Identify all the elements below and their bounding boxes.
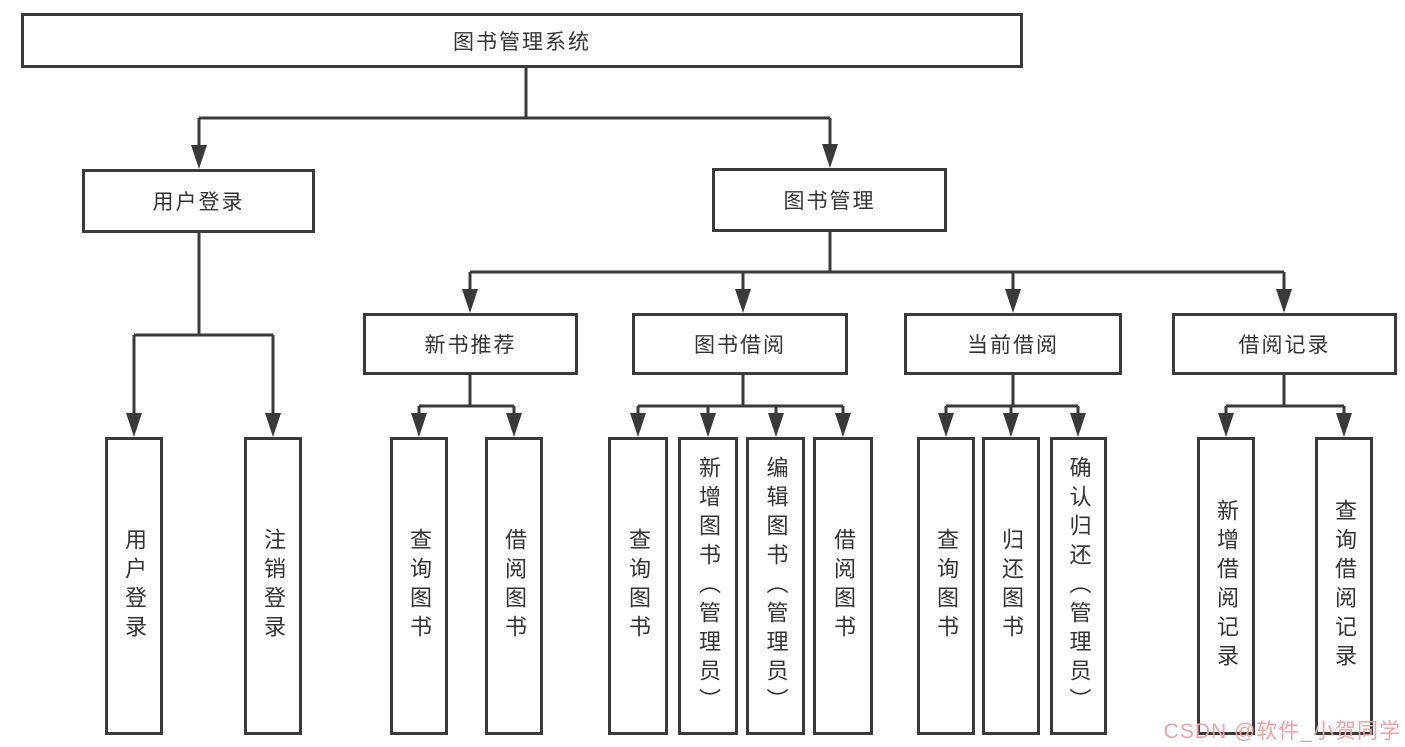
leaf-add-borrow-record-label: 新增借阅记录 bbox=[1214, 499, 1239, 673]
leaf-borrow-books-newbook-label: 借阅图书 bbox=[502, 528, 527, 644]
node-book-borrow: 图书借阅 bbox=[632, 313, 848, 375]
leaf-user-login-label: 用户登录 bbox=[122, 528, 147, 644]
leaf-borrow-books-newbook: 借阅图书 bbox=[485, 437, 543, 735]
leaf-query-borrow-record: 查询借阅记录 bbox=[1315, 437, 1373, 735]
leaf-return-books: 归还图书 bbox=[982, 437, 1040, 735]
node-borrow-record: 借阅记录 bbox=[1172, 313, 1397, 375]
leaf-logout-label: 注销登录 bbox=[261, 528, 286, 644]
leaf-borrow-books-label: 借阅图书 bbox=[831, 528, 856, 644]
node-new-book-recommend: 新书推荐 bbox=[363, 313, 578, 375]
node-root-system: 图书管理系统 bbox=[21, 13, 1023, 68]
leaf-add-books-admin-label: 新增图书（管理员） bbox=[696, 455, 721, 717]
leaf-logout: 注销登录 bbox=[244, 437, 302, 735]
leaf-add-borrow-record: 新增借阅记录 bbox=[1197, 437, 1255, 735]
leaf-query-books-borrow: 查询图书 bbox=[608, 437, 668, 735]
node-current-borrow-label: 当前借阅 bbox=[967, 334, 1059, 357]
leaf-query-borrow-record-label: 查询借阅记录 bbox=[1332, 499, 1357, 673]
leaf-return-books-label: 归还图书 bbox=[999, 528, 1024, 644]
leaf-query-books-current: 查询图书 bbox=[917, 437, 975, 735]
node-user-login-label: 用户登录 bbox=[152, 191, 245, 214]
leaf-user-login: 用户登录 bbox=[105, 437, 163, 735]
node-borrow-record-label: 借阅记录 bbox=[1238, 334, 1331, 357]
leaf-confirm-return-admin: 确认归还（管理员） bbox=[1050, 437, 1107, 735]
node-new-book-recommend-label: 新书推荐 bbox=[424, 334, 517, 357]
node-user-login: 用户登录 bbox=[82, 169, 315, 233]
arrowhead-icons bbox=[126, 144, 1352, 437]
node-book-management-label: 图书管理 bbox=[783, 190, 876, 213]
leaf-query-books-newbook-label: 查询图书 bbox=[407, 528, 432, 644]
leaf-query-books-newbook: 查询图书 bbox=[390, 437, 448, 735]
leaf-query-books-borrow-label: 查询图书 bbox=[626, 528, 651, 644]
node-current-borrow: 当前借阅 bbox=[904, 313, 1122, 375]
leaf-query-books-current-label: 查询图书 bbox=[934, 528, 959, 644]
leaf-add-books-admin: 新增图书（管理员） bbox=[678, 437, 738, 735]
leaf-borrow-books: 借阅图书 bbox=[813, 437, 873, 735]
leaf-confirm-return-admin-label: 确认归还（管理员） bbox=[1066, 455, 1092, 717]
node-book-management: 图书管理 bbox=[712, 168, 947, 232]
node-book-borrow-label: 图书借阅 bbox=[694, 334, 786, 357]
node-root-label: 图书管理系统 bbox=[453, 30, 591, 54]
leaf-edit-books-admin: 编辑图书（管理员） bbox=[746, 437, 805, 735]
leaf-edit-books-admin-label: 编辑图书（管理员） bbox=[763, 455, 789, 717]
